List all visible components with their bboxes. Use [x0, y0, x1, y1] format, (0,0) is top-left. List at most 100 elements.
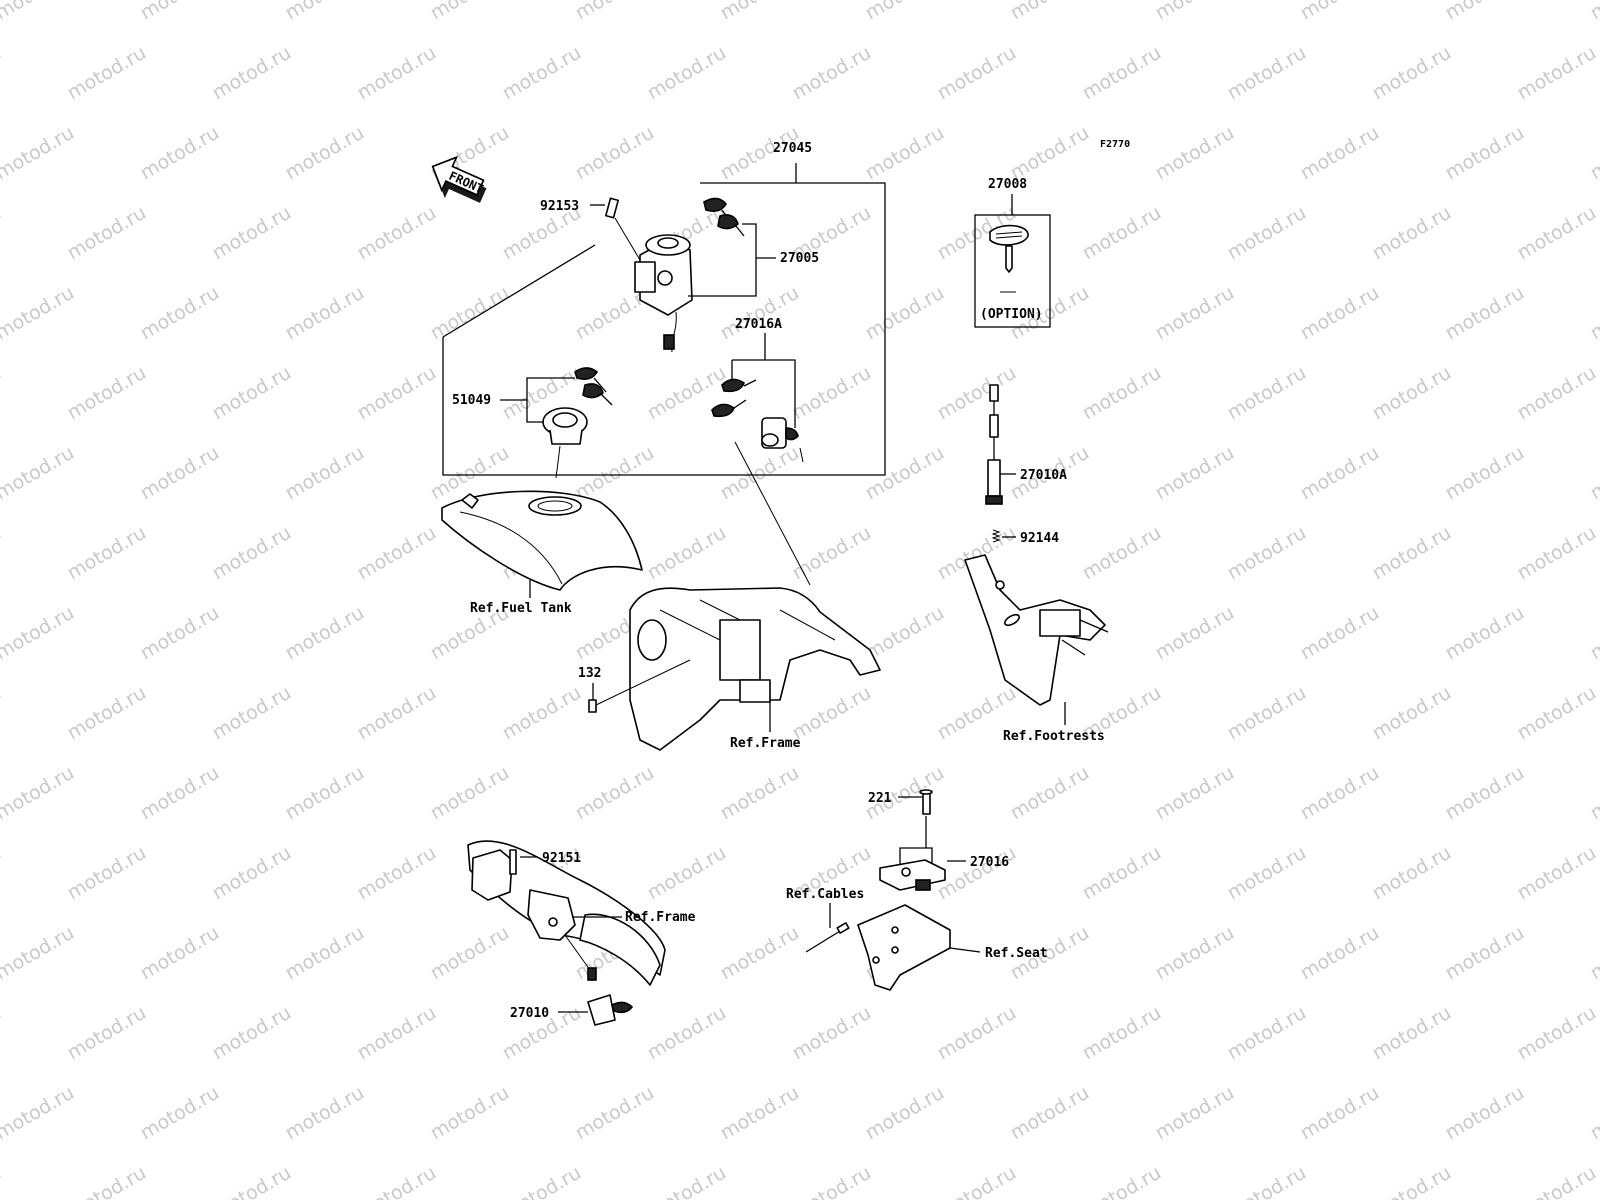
watermark-text: motod.ru — [1514, 1002, 1600, 1065]
watermark-text: motod.ru — [862, 602, 948, 665]
watermark-text: motod.ru — [0, 1162, 5, 1200]
lower-center-seat-lock-assembly: 221 27016 Ref.Cables Ref.Seat — [786, 789, 1048, 991]
watermark-text: motod.ru — [0, 362, 5, 425]
part-92144-spring: 92144 — [991, 529, 1059, 546]
label-ref-cables: Ref.Cables — [786, 887, 864, 902]
watermark-text: motod.ru — [1079, 522, 1165, 585]
watermark-text: motod.ru — [209, 362, 295, 425]
watermark-text: motod.ru — [717, 282, 803, 345]
watermark-text: motod.ru — [572, 122, 658, 185]
watermark-text: motod.ru — [1152, 0, 1238, 24]
watermark-text: motod.ru — [862, 1082, 948, 1145]
watermark-text: motod.ru — [1079, 202, 1165, 265]
watermark-text: motod.ru — [64, 1162, 150, 1200]
watermark-text: motod.ru — [64, 202, 150, 265]
label-27045: 27045 — [773, 141, 812, 156]
watermark-text: motod.ru — [137, 122, 223, 185]
part-27010A-switch: 27010A — [985, 384, 1067, 505]
watermark-text: motod.ru — [0, 1002, 5, 1065]
watermark-text: motod.ru — [0, 682, 5, 745]
watermark-text: motod.ru — [1152, 602, 1238, 665]
watermark-text: motod.ru — [209, 1002, 295, 1065]
watermark-text: motod.ru — [64, 42, 150, 105]
watermark-text: motod.ru — [137, 1082, 223, 1145]
part-27005-ignition-switch: 27005 — [634, 197, 819, 353]
watermark-text: motod.ru — [1442, 442, 1528, 505]
watermark-text: motod.ru — [934, 842, 1020, 905]
watermark-text: motod.ru — [1369, 1002, 1455, 1065]
watermark-text: motod.ru — [1514, 682, 1600, 745]
watermark-text: motod.ru — [1224, 842, 1310, 905]
watermark-text: motod.ru — [282, 442, 368, 505]
watermark-text: motod.ru — [862, 0, 948, 24]
watermark-text: motod.ru — [1442, 922, 1528, 985]
watermark-text: motod.ru — [789, 522, 875, 585]
watermark-text: motod.ru — [644, 1162, 730, 1200]
watermark-text: motod.ru — [0, 602, 78, 665]
watermark-text: motod.ru — [1514, 842, 1600, 905]
watermark-text: motod.ru — [717, 0, 803, 24]
watermark-text: motod.ru — [209, 682, 295, 745]
watermark-text: motod.ru — [282, 282, 368, 345]
watermark-text: motod.ru — [1297, 1082, 1383, 1145]
watermark-text: motod.ru — [789, 682, 875, 745]
watermark-text: motod.ru — [209, 42, 295, 105]
label-ref-seat: Ref.Seat — [985, 946, 1048, 961]
label-27016A: 27016A — [735, 317, 782, 332]
watermark-text: motod.ru — [64, 1002, 150, 1065]
watermark-text: motod.ru — [1369, 682, 1455, 745]
label-221: 221 — [868, 791, 892, 806]
watermark-text: motod.ru — [64, 682, 150, 745]
watermark-text: motod.ru — [209, 1162, 295, 1200]
watermark-text: motod.ru — [137, 762, 223, 825]
watermark-text: motod.ru — [1152, 922, 1238, 985]
watermark-text: motod.ru — [1152, 442, 1238, 505]
label-ref-frame-1: Ref.Frame — [730, 736, 801, 751]
watermark-text: motod.ru — [572, 762, 658, 825]
watermark-text: motod.ru — [1297, 442, 1383, 505]
watermark-text: motod.ru — [1297, 762, 1383, 825]
watermark-text: motod.ru — [1514, 1162, 1600, 1200]
watermark-text: motod.ru — [0, 282, 78, 345]
watermark-text: motod.ru — [1587, 762, 1600, 825]
watermark-text: motod.ru — [1587, 922, 1600, 985]
watermark-text: motod.ru — [354, 842, 440, 905]
label-92151: 92151 — [542, 851, 581, 866]
watermark-text: motod.ru — [1442, 762, 1528, 825]
front-arrow-icon: FRONT — [431, 155, 487, 203]
watermark-text: motod.ru — [1224, 522, 1310, 585]
watermark-text: motod.ru — [0, 0, 78, 24]
watermark-text: motod.ru — [1369, 42, 1455, 105]
watermark-text: motod.ru — [282, 762, 368, 825]
watermark-text: motod.ru — [572, 442, 658, 505]
watermark-text: motod.ru — [1079, 1162, 1165, 1200]
watermark-text: motod.ru — [1079, 362, 1165, 425]
watermark-text: motod.ru — [1224, 362, 1310, 425]
label-27010A: 27010A — [1020, 468, 1067, 483]
watermark-text: motod.ru — [644, 1002, 730, 1065]
ref-fuel-tank-drawing: Ref.Fuel Tank — [441, 490, 643, 616]
label-ref-frame-2: Ref.Frame — [625, 910, 696, 925]
watermark-text: motod.ru — [1514, 42, 1600, 105]
watermark-text: motod.ru — [354, 362, 440, 425]
watermark-text: motod.ru — [354, 42, 440, 105]
watermark-text: motod.ru — [282, 1082, 368, 1145]
watermark-text: motod.ru — [862, 122, 948, 185]
watermark-text: motod.ru — [789, 362, 875, 425]
label-92153: 92153 — [540, 199, 579, 214]
watermark-text: motod.ru — [0, 842, 5, 905]
watermark-text: motod.ru — [1587, 602, 1600, 665]
watermark-text: motod.ru — [1442, 0, 1528, 24]
watermark-text: motod.ru — [0, 202, 5, 265]
watermark-text: motod.ru — [789, 1002, 875, 1065]
watermark-text: motod.ru — [0, 442, 78, 505]
watermark-text: motod.ru — [717, 762, 803, 825]
watermark-text: motod.ru — [0, 762, 78, 825]
watermark-text: motod.ru — [1007, 122, 1093, 185]
watermark-text: motod.ru — [789, 42, 875, 105]
figure-code: F2770 — [1100, 139, 1130, 150]
label-27008: 27008 — [988, 177, 1027, 192]
watermark-text: motod.ru — [1369, 842, 1455, 905]
